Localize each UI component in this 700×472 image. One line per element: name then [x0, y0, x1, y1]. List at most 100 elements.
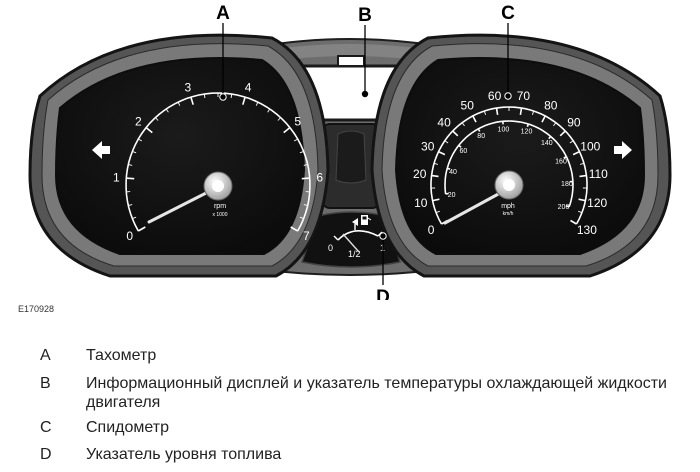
- speedometer-scale-label: 0: [428, 223, 435, 237]
- tachometer-unit-label: rpm: [214, 203, 226, 210]
- tachometer-scale-minor-tick: [303, 164, 308, 166]
- speedometer-scale-label: 110: [589, 167, 608, 181]
- tachometer-scale-minor-tick: [277, 117, 281, 121]
- fuel-gauge-panel: [301, 211, 401, 268]
- speedometer-scale-major-tick: [438, 150, 446, 156]
- tachometer-scale-minor-tick: [293, 138, 298, 142]
- speedometer-kmh-scale-major-tick: [563, 155, 567, 159]
- tachometer-scale-major-tick: [190, 96, 194, 105]
- speedometer-scale-major-tick: [570, 219, 577, 225]
- speedometer-scale-label: 70: [517, 89, 531, 103]
- display-top-notch: [337, 55, 365, 67]
- legend-letter: A: [40, 347, 51, 364]
- speedometer-scale-label: 130: [577, 223, 597, 237]
- speedometer-scale-label: 90: [567, 116, 581, 130]
- speedometer-scale-label: 120: [587, 196, 607, 210]
- legend-text: Тахометр: [86, 347, 157, 364]
- speedometer-kmh-scale-label: 80: [477, 133, 485, 140]
- tachometer-scale-minor-tick: [230, 93, 233, 99]
- tachometer-scale-minor-tick: [267, 108, 271, 113]
- speedometer-scale-label: 30: [421, 139, 435, 153]
- speedometer-scale-minor-tick: [553, 122, 557, 127]
- speedometer-scale-major-tick: [572, 150, 580, 156]
- tachometer-scale-minor-tick: [255, 101, 259, 106]
- callout-c-dot: [504, 92, 512, 100]
- right-turn-signal-icon: [614, 141, 632, 159]
- tachometer-needle: [147, 188, 214, 224]
- speedometer-scale-label: 10: [414, 196, 428, 210]
- center-switch: [335, 130, 367, 184]
- speedometer-scale-label: 100: [580, 139, 600, 153]
- tachometer-scale-minor-tick: [203, 93, 206, 99]
- fuel-gauge-label-empty: 0: [328, 243, 333, 253]
- speedometer-scale-minor-tick: [578, 210, 583, 214]
- fuel-pump-icon: [352, 215, 372, 226]
- speedometer-kmh-scale-label: 200: [558, 204, 570, 211]
- tachometer-scale-label: 0: [126, 229, 133, 243]
- speedometer-kmh-scale-label: 120: [521, 129, 533, 136]
- tachometer-scale-minor-tick: [155, 117, 159, 121]
- speedometer-scale-major-tick: [452, 130, 459, 137]
- callout-a: A: [216, 3, 230, 24]
- speedometer-scale-major-tick: [579, 174, 587, 178]
- legend-text: Спидометр: [86, 419, 169, 436]
- speedometer-scale-label: 80: [544, 98, 558, 112]
- figure-id: E170928: [18, 304, 55, 314]
- tachometer-dial: [54, 57, 306, 255]
- tachometer-scale-minor-tick: [165, 108, 169, 113]
- speedometer-scale-major-tick: [559, 130, 566, 137]
- left-turn-signal-icon: [92, 141, 110, 159]
- speedometer-kmh-scale-label: 40: [449, 169, 457, 176]
- tachometer-scale-major-tick: [126, 177, 135, 180]
- legend-letter: D: [40, 446, 52, 463]
- tachometer-scale-minor-tick: [128, 164, 133, 166]
- center-housing-top: [255, 44, 445, 64]
- tachometer-scale-label: 5: [294, 114, 301, 128]
- speedometer-kmh-scale-label: 180: [561, 181, 573, 188]
- speedometer-scale-label: 20: [413, 167, 427, 181]
- tachometer-scale-major-tick: [283, 126, 291, 134]
- tachometer-scale-major-tick: [145, 126, 153, 134]
- speedometer-scale-minor-tick: [461, 122, 465, 127]
- speedometer-kmh-scale-label: 160: [555, 158, 567, 165]
- callout-b-dot: [361, 90, 369, 98]
- tachometer-scale-label: 6: [316, 170, 323, 184]
- tachometer-unit-sub-label: x 1000: [212, 212, 227, 218]
- tachometer-scale-major-tick: [242, 96, 246, 105]
- speedometer-kmh-scale-label: 100: [498, 126, 510, 133]
- callout-d-dot: [379, 232, 387, 240]
- tachometer-scale-minor-tick: [177, 101, 181, 106]
- speedometer-scale-minor-tick: [569, 140, 574, 144]
- tachometer-scale-minor-tick: [128, 204, 133, 206]
- speedometer-scale-major-tick: [519, 107, 523, 116]
- speedometer-kmh-scale-major-tick: [526, 123, 530, 128]
- speedometer-scale-label: 60: [488, 89, 502, 103]
- speedometer-kmh-scale-major-tick: [477, 128, 481, 132]
- tachometer-scale-major-tick: [301, 177, 310, 180]
- legend-letter: B: [40, 375, 51, 392]
- tachometer-scale-minor-tick: [132, 150, 137, 154]
- speedometer-kmh-scale-major-tick: [458, 144, 462, 148]
- tachometer-scale-minor-tick: [303, 204, 308, 206]
- fuel-gauge-needle: [342, 233, 360, 253]
- tachometer-scale-major-tick: [137, 226, 146, 232]
- fuel-gauge-tick-empty: [333, 235, 339, 241]
- speedometer-scale-label: 40: [437, 116, 451, 130]
- speedometer-needle: [443, 190, 504, 225]
- legend-text: Информационный дисплей и указатель темпе…: [86, 375, 667, 411]
- tachometer-scale-minor-tick: [138, 138, 143, 142]
- speedometer-kmh-scale-major-tick: [548, 135, 552, 140]
- speedometer-kmh-scale-arc: [444, 120, 574, 208]
- speedometer-scale-minor-tick: [435, 210, 440, 214]
- speedometer-scale-minor-tick: [531, 110, 535, 115]
- tachometer-scale-label: 2: [135, 114, 142, 128]
- speedometer-scale-label: 50: [461, 98, 475, 112]
- speedometer-scale-major-tick: [432, 198, 440, 202]
- tachometer-scale-label: 7: [303, 229, 310, 243]
- speedometer-scale-major-tick: [495, 107, 499, 116]
- speedometer-scale-major-tick: [541, 115, 546, 123]
- speedometer-scale-major-tick: [472, 115, 477, 123]
